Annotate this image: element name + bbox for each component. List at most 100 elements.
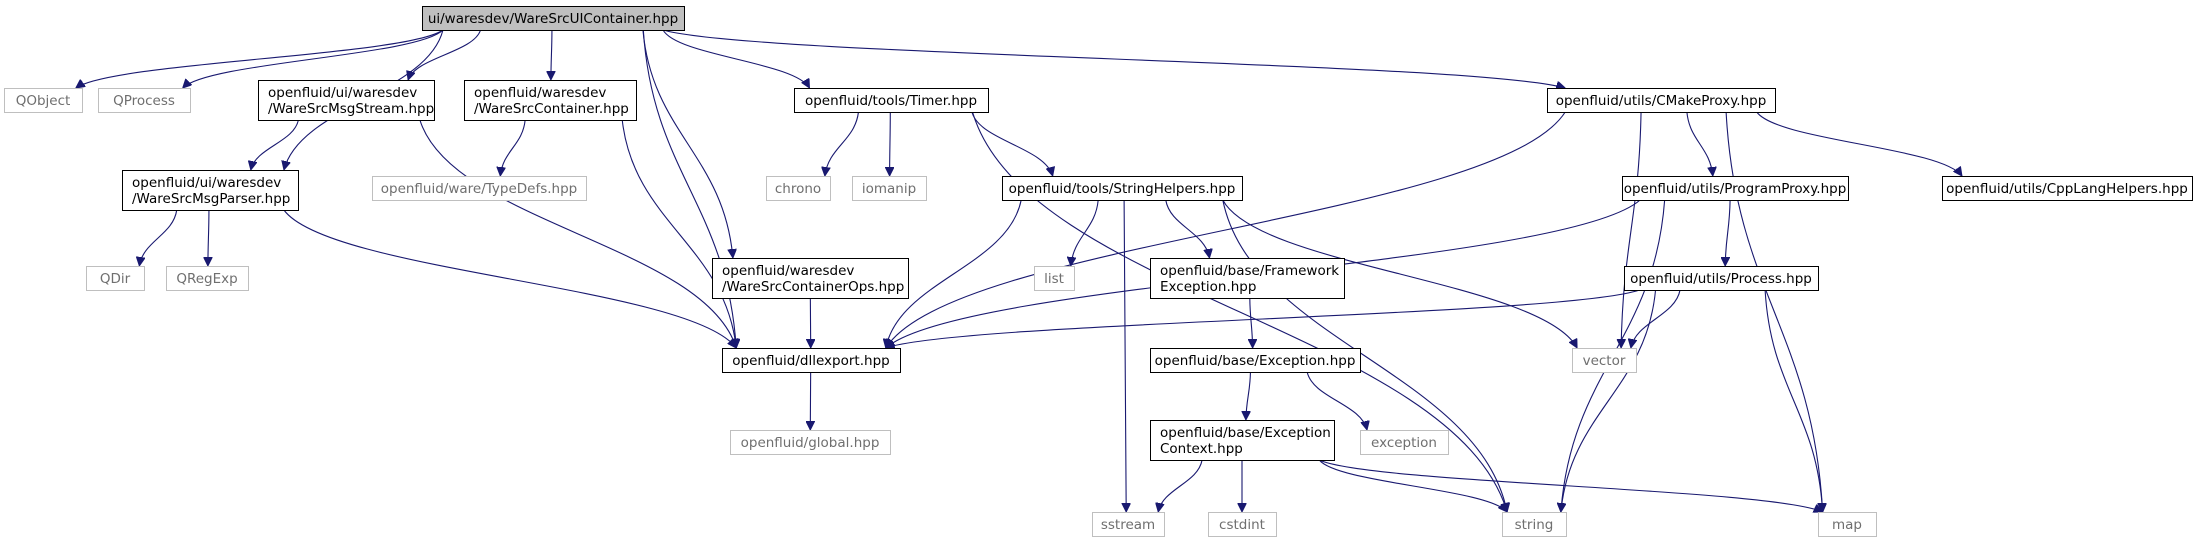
node-label-fwexception-1: Exception.hpp bbox=[1160, 279, 1256, 295]
node-cstdint: cstdint bbox=[1208, 512, 1277, 537]
node-label-fwexception-0: openfluid/base/Framework bbox=[1160, 263, 1339, 279]
node-label-cstdint: cstdint bbox=[1219, 517, 1265, 533]
node-qobject: QObject bbox=[4, 88, 83, 113]
node-cpplang[interactable]: openfluid/utils/CppLangHelpers.hpp bbox=[1942, 176, 2193, 201]
node-string: string bbox=[1502, 512, 1567, 537]
edge-root-to-qprocess bbox=[183, 29, 444, 88]
edge-process-to-string bbox=[1561, 289, 1657, 512]
node-label-string: string bbox=[1515, 517, 1554, 533]
node-qregexp: QRegExp bbox=[166, 266, 249, 291]
node-label-cpplang: openfluid/utils/CppLangHelpers.hpp bbox=[1946, 181, 2188, 197]
node-global: openfluid/global.hpp bbox=[730, 430, 891, 455]
node-iomanip: iomanip bbox=[852, 176, 927, 201]
edge-msgstream-to-dllexport bbox=[419, 119, 736, 348]
node-label-chrono: chrono bbox=[775, 181, 821, 197]
node-label-container-0: openfluid/waresdev bbox=[474, 85, 606, 101]
edge-msgparser-to-qdir bbox=[139, 209, 178, 266]
edge-process-to-vector bbox=[1631, 289, 1681, 348]
node-label-iomanip: iomanip bbox=[862, 181, 916, 197]
edge-root-to-containerops bbox=[642, 29, 733, 258]
edge-timer-to-iomanip bbox=[890, 111, 891, 176]
node-label-list: list bbox=[1044, 271, 1064, 287]
edge-root-to-cmakeproxy bbox=[662, 29, 1565, 88]
node-container[interactable]: openfluid/waresdev/WareSrcContainer.hpp bbox=[464, 80, 637, 121]
edge-msgparser-to-qregexp bbox=[208, 209, 209, 266]
node-dllexport[interactable]: openfluid/dllexport.hpp bbox=[722, 348, 901, 373]
node-label-exceptionstd: exception bbox=[1371, 435, 1437, 451]
node-label-sstream: sstream bbox=[1101, 517, 1155, 533]
node-chrono: chrono bbox=[766, 176, 831, 201]
edge-exception-to-exceptionstd bbox=[1306, 371, 1367, 430]
edge-cmakeproxy-to-progproxy bbox=[1686, 111, 1713, 176]
node-progproxy[interactable]: openfluid/utils/ProgramProxy.hpp bbox=[1622, 176, 1849, 201]
node-sstream: sstream bbox=[1092, 512, 1165, 537]
edge-root-to-container bbox=[551, 29, 552, 80]
node-label-vector: vector bbox=[1583, 353, 1626, 369]
edge-stringhelp-to-fwexception bbox=[1165, 199, 1210, 258]
node-list: list bbox=[1034, 266, 1075, 291]
node-label-msgparser-1: /WareSrcMsgParser.hpp bbox=[132, 191, 290, 207]
edge-cmakeproxy-to-vector bbox=[1621, 111, 1642, 348]
edge-cmakeproxy-to-map bbox=[1725, 111, 1823, 512]
edge-cmakeproxy-to-cpplang bbox=[1756, 111, 1962, 176]
node-msgstream[interactable]: openfluid/ui/waresdev/WareSrcMsgStream.h… bbox=[258, 80, 435, 121]
node-vector: vector bbox=[1572, 348, 1637, 373]
node-label-containerops-0: openfluid/waresdev bbox=[722, 263, 854, 279]
edge-stringhelp-to-list bbox=[1071, 199, 1099, 266]
node-label-dllexport: openfluid/dllexport.hpp bbox=[732, 353, 889, 369]
edge-exccontext-to-string bbox=[1318, 459, 1507, 512]
node-label-container-1: /WareSrcContainer.hpp bbox=[474, 101, 629, 117]
edge-root-to-timer bbox=[662, 29, 809, 88]
edge-layer bbox=[76, 29, 1962, 512]
edge-root-to-dllexport bbox=[642, 29, 736, 348]
node-qprocess: QProcess bbox=[98, 88, 191, 113]
node-process[interactable]: openfluid/utils/Process.hpp bbox=[1624, 266, 1819, 291]
node-map: map bbox=[1818, 512, 1877, 537]
node-typedefs: openfluid/ware/TypeDefs.hpp bbox=[372, 176, 587, 201]
node-label-exception: openfluid/base/Exception.hpp bbox=[1155, 353, 1356, 369]
node-qdir: QDir bbox=[86, 266, 145, 291]
node-label-qobject: QObject bbox=[16, 93, 71, 109]
node-stringhelp[interactable]: openfluid/tools/StringHelpers.hpp bbox=[1002, 176, 1243, 201]
node-containerops[interactable]: openfluid/waresdev/WareSrcContainerOps.h… bbox=[712, 258, 909, 299]
node-label-msgparser-0: openfluid/ui/waresdev bbox=[132, 175, 281, 191]
edge-cmakeproxy-to-dllexport bbox=[886, 111, 1566, 348]
node-root[interactable]: ui/waresdev/WareSrcUIContainer.hpp bbox=[422, 6, 685, 31]
edge-progproxy-to-process bbox=[1725, 199, 1731, 266]
edge-process-to-dllexport bbox=[886, 289, 1640, 348]
node-label-progproxy: openfluid/utils/ProgramProxy.hpp bbox=[1624, 181, 1847, 197]
edge-exccontext-to-map bbox=[1319, 459, 1822, 512]
node-label-map: map bbox=[1832, 517, 1862, 533]
node-label-exccontext-1: Context.hpp bbox=[1160, 441, 1243, 457]
node-layer: ui/waresdev/WareSrcUIContainer.hppQObjec… bbox=[4, 6, 2193, 537]
node-label-qregexp: QRegExp bbox=[176, 271, 237, 287]
edge-root-to-msgstream bbox=[408, 29, 482, 80]
edge-fwexception-to-exception bbox=[1250, 297, 1253, 348]
node-label-stringhelp: openfluid/tools/StringHelpers.hpp bbox=[1009, 181, 1236, 197]
node-label-typedefs: openfluid/ware/TypeDefs.hpp bbox=[381, 181, 578, 197]
edge-exception-to-exccontext bbox=[1246, 371, 1251, 420]
edge-process-to-map bbox=[1764, 289, 1823, 512]
node-label-qdir: QDir bbox=[100, 271, 131, 287]
node-label-timer: openfluid/tools/Timer.hpp bbox=[805, 93, 977, 109]
edge-exccontext-to-sstream bbox=[1158, 459, 1203, 512]
node-msgparser[interactable]: openfluid/ui/waresdev/WareSrcMsgParser.h… bbox=[122, 170, 299, 211]
edge-container-to-typedefs bbox=[500, 119, 526, 176]
edge-stringhelp-to-string bbox=[1222, 199, 1507, 512]
node-label-exccontext-0: openfluid/base/Exception bbox=[1160, 425, 1331, 441]
node-label-cmakeproxy: openfluid/utils/CMakeProxy.hpp bbox=[1556, 93, 1767, 109]
edge-timer-to-chrono bbox=[825, 111, 859, 176]
node-label-global: openfluid/global.hpp bbox=[741, 435, 880, 451]
node-label-msgstream-0: openfluid/ui/waresdev bbox=[268, 85, 417, 101]
node-exception[interactable]: openfluid/base/Exception.hpp bbox=[1150, 348, 1361, 373]
edge-timer-to-stringhelp bbox=[971, 111, 1053, 176]
node-exceptionstd: exception bbox=[1360, 430, 1449, 455]
edge-msgstream-to-msgparser bbox=[251, 119, 299, 170]
node-cmakeproxy[interactable]: openfluid/utils/CMakeProxy.hpp bbox=[1547, 88, 1776, 113]
node-timer[interactable]: openfluid/tools/Timer.hpp bbox=[794, 88, 989, 113]
node-label-containerops-1: /WareSrcContainerOps.hpp bbox=[722, 279, 904, 295]
edge-stringhelp-to-vector bbox=[1222, 199, 1578, 348]
